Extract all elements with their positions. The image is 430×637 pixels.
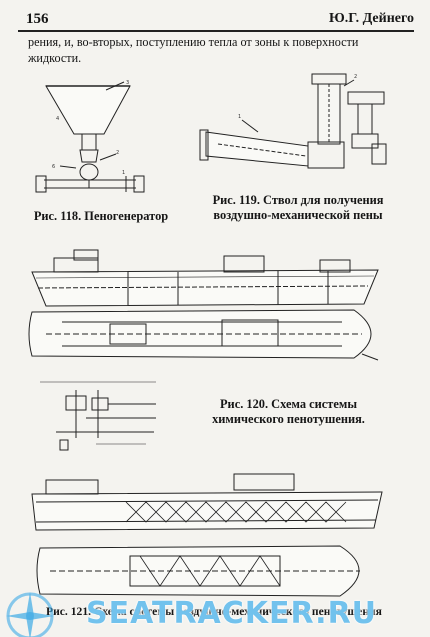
body-line-1: рения, и, во-вторых, поступлению тепла о… (28, 35, 359, 49)
watermark-compass-icon (6, 592, 54, 637)
svg-text:3: 3 (126, 80, 129, 86)
svg-text:1: 1 (238, 114, 241, 120)
figure-120-ship-profile (28, 248, 384, 310)
figure-119-caption: Рис. 119. Ствол для получения воздушно-м… (198, 193, 398, 223)
svg-text:4: 4 (56, 116, 59, 122)
figure-120-ship-plan (22, 306, 394, 362)
figure-120-caption-line1: Рис. 120. Схема системы (219, 397, 357, 411)
svg-text:2: 2 (354, 74, 357, 80)
body-paragraph: рения, и, во-вторых, поступлению тепла о… (28, 34, 408, 66)
figure-120-schematic (36, 378, 168, 458)
figure-118-foam-generator: 3 4 2 6 1 (30, 80, 150, 205)
page-header: 156 Ю.Г. Дейнего (18, 8, 414, 32)
page-number: 156 (26, 11, 49, 27)
figure-120-caption-line2: химического пенотушения. (212, 412, 365, 426)
figure-121-caption: Рис. 121. Схема системы воздушно-механич… (46, 605, 382, 618)
figure-121-ship-plan (30, 542, 382, 600)
svg-text:1: 1 (122, 170, 125, 176)
running-head: Ю.Г. Дейнего (329, 11, 414, 26)
figure-120-caption: Рис. 120. Схема системы химического пено… (186, 397, 391, 427)
figure-118-caption: Рис. 118. Пеногенератор (33, 209, 169, 223)
header-rule (18, 30, 414, 32)
watermark-text: SEATRACKER.RU (86, 596, 378, 631)
svg-text:6: 6 (52, 164, 55, 170)
figure-119-caption-line2: воздушно-механической пены (213, 208, 383, 222)
body-line-2: жидкости. (28, 51, 82, 65)
figure-119-foam-nozzle: 1 2 (198, 70, 398, 185)
figure-119-caption-line1: Рис. 119. Ствол для получения (212, 193, 384, 207)
figure-121-ship-profile (26, 472, 392, 538)
svg-text:2: 2 (116, 150, 119, 156)
